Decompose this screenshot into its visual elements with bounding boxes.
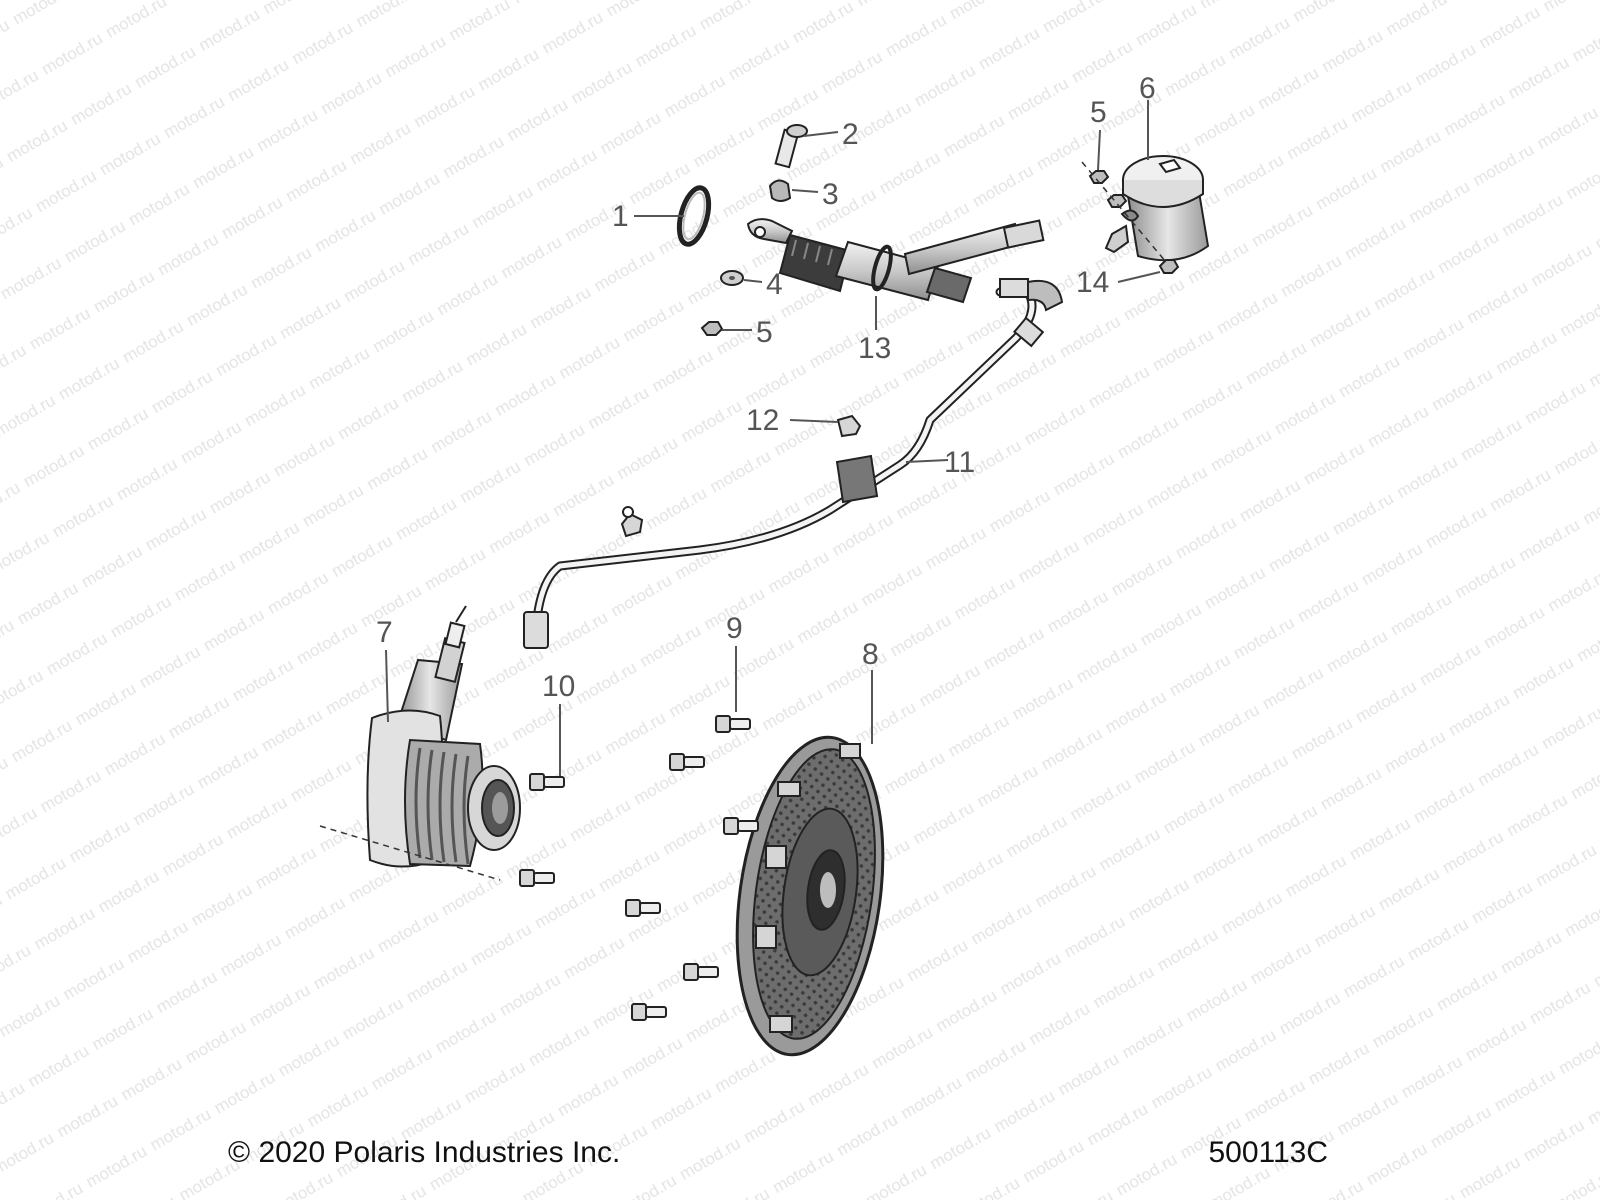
bolt (631, 1003, 667, 1021)
bolt-part-9 (715, 715, 751, 733)
callout-7: 7 (376, 616, 393, 649)
clip-fastener (620, 506, 644, 538)
callout-10: 10 (542, 670, 575, 703)
callout-8: 8 (862, 638, 879, 671)
callout-9: 9 (726, 612, 743, 645)
callout-5-left: 5 (756, 316, 773, 349)
callout-2: 2 (842, 118, 859, 151)
diagram-id: 500113C (1208, 1136, 1328, 1169)
callout-3: 3 (822, 178, 839, 211)
callout-6: 6 (1139, 72, 1156, 105)
callout-4: 4 (766, 268, 783, 301)
o-ring (676, 185, 712, 247)
hydraulic-line (523, 278, 1064, 649)
clip-part-12 (836, 414, 862, 438)
bolt (625, 899, 661, 917)
bolt (683, 963, 719, 981)
callout-13: 13 (858, 332, 891, 365)
bolt (723, 817, 759, 835)
bolt-part-14 (1158, 259, 1180, 274)
callout-12: 12 (746, 404, 779, 437)
clutch-disc (735, 735, 885, 1057)
leader-lines (385, 100, 1161, 776)
callout-1: 1 (612, 200, 629, 233)
bolt-part-10 (529, 773, 565, 791)
slave-cylinder (319, 605, 521, 881)
callout-14: 14 (1076, 266, 1109, 299)
callout-11: 11 (944, 446, 975, 479)
copyright-notice: © 2020 Polaris Industries Inc. (228, 1136, 621, 1169)
bolt-part-2 (774, 124, 808, 169)
bolt (519, 869, 555, 887)
bushing-part-3 (768, 179, 792, 202)
master-cylinder (746, 218, 1045, 304)
callout-5-right: 5 (1090, 96, 1107, 129)
bolt (669, 753, 705, 771)
